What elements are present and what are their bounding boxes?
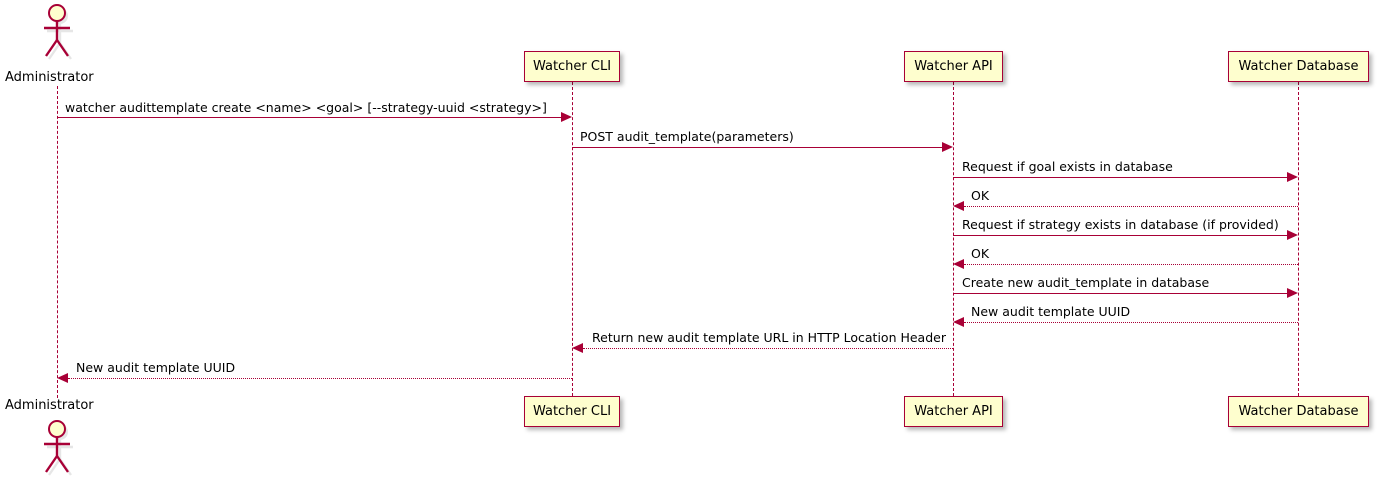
participant-label-watcher-cli-bottom: Watcher CLI [532, 404, 612, 419]
message-arrowhead-10 [57, 373, 68, 383]
participant-label-administrator-bottom: Administrator [5, 398, 94, 413]
participant-box-watcher-database-bottom[interactable]: Watcher Database [1228, 396, 1369, 427]
message-label-3: Request if goal exists in database [962, 159, 1173, 174]
message-arrow-6 [964, 264, 1298, 265]
message-arrowhead-8 [953, 317, 964, 327]
lifeline-watcher-cli [572, 82, 573, 396]
message-arrow-7 [953, 293, 1289, 294]
message-label-9: Return new audit template URL in HTTP Lo… [592, 330, 946, 345]
message-arrowhead-6 [953, 259, 964, 269]
message-arrowhead-1 [561, 112, 572, 122]
participant-label-watcher-api-bottom: Watcher API [914, 404, 993, 419]
participant-label-watcher-database-bottom: Watcher Database [1238, 404, 1359, 419]
message-arrowhead-3 [1287, 172, 1298, 182]
participant-box-watcher-api-top[interactable]: Watcher API [904, 51, 1003, 82]
lifeline-watcher-database [1298, 82, 1299, 396]
lifeline-watcher-api [953, 82, 954, 396]
participant-box-watcher-cli-bottom[interactable]: Watcher CLI [524, 396, 620, 427]
message-label-7: Create new audit_template in database [962, 275, 1210, 290]
message-arrowhead-9 [572, 343, 583, 353]
participant-label-watcher-cli-top: Watcher CLI [532, 59, 612, 74]
participant-box-watcher-cli-top[interactable]: Watcher CLI [524, 51, 620, 82]
message-label-10: New audit template UUID [76, 360, 236, 375]
message-label-5: Request if strategy exists in database (… [962, 217, 1279, 232]
actor-administrator-bottom [37, 420, 77, 476]
message-arrowhead-5 [1287, 230, 1298, 240]
participant-box-watcher-api-bottom[interactable]: Watcher API [904, 396, 1003, 427]
message-arrowhead-2 [942, 142, 953, 152]
message-arrowhead-4 [953, 201, 964, 211]
message-label-6: OK [971, 246, 990, 261]
message-arrow-5 [953, 235, 1289, 236]
message-arrow-10 [68, 378, 572, 379]
message-arrow-4 [964, 206, 1298, 207]
message-arrow-9 [583, 348, 953, 349]
participant-label-watcher-database-top: Watcher Database [1238, 59, 1359, 74]
participant-box-watcher-database-top[interactable]: Watcher Database [1228, 51, 1369, 82]
message-arrowhead-7 [1287, 288, 1298, 298]
participant-label-administrator-top: Administrator [5, 70, 94, 85]
message-arrow-1 [57, 117, 563, 118]
message-label-2: POST audit_template(parameters) [580, 129, 794, 144]
actor-administrator-top [37, 4, 77, 60]
message-label-4: OK [971, 188, 990, 203]
lifeline-administrator [57, 86, 58, 398]
message-label-8: New audit template UUID [971, 304, 1131, 319]
message-label-1: watcher audittemplate create <name> <goa… [65, 100, 547, 115]
message-arrow-3 [953, 177, 1289, 178]
message-arrow-8 [964, 322, 1298, 323]
message-arrow-2 [572, 147, 944, 148]
participant-label-watcher-api-top: Watcher API [914, 59, 993, 74]
